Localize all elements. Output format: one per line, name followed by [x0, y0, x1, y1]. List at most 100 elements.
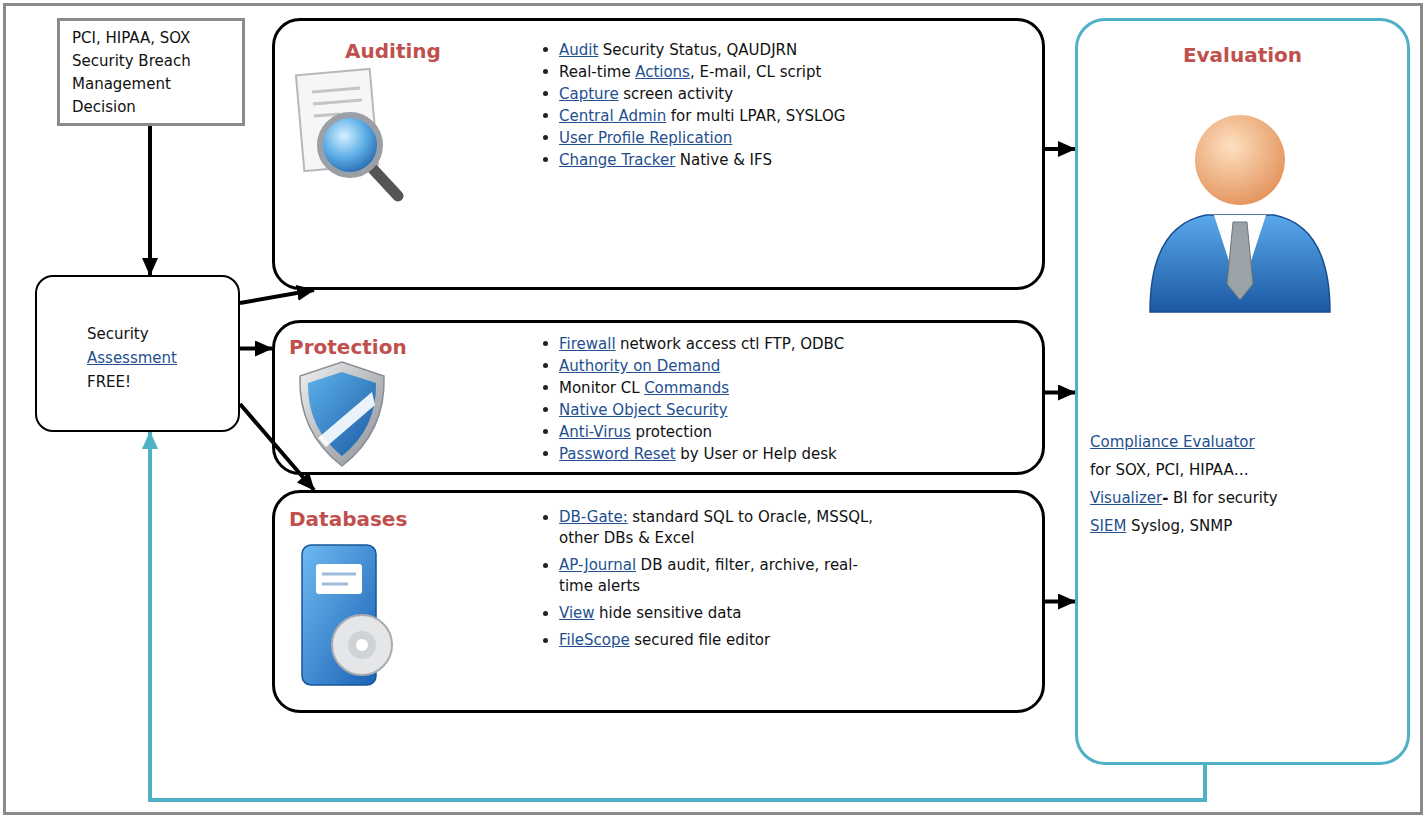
item-text: Security: [87, 325, 149, 343]
magnifier-lens: [320, 115, 380, 175]
cd-hole: [356, 639, 368, 651]
text-list: PCI, HIPAA, SOX Security Breach Manageme…: [72, 27, 237, 119]
item-text: Security Status, QAUDJRN: [603, 41, 797, 59]
person-head: [1195, 115, 1285, 205]
flow-arrow: [240, 404, 314, 490]
auditing-box: Auditing Audit Security Status, QAUDJRN Rea…: [272, 18, 1045, 290]
item-text: Native & IFS: [680, 151, 772, 169]
bullet-item: Authority on Demand: [537, 355, 1027, 377]
item-text: hide sensitive data: [599, 604, 741, 622]
flow-arrow: [1045, 147, 1075, 151]
bullet-item: Change Tracker Native & IFS: [537, 149, 1027, 171]
product-link: SIEM: [1090, 517, 1126, 535]
assessment-box: SecurityAssessmentFREE!: [35, 275, 240, 432]
bullet-item: FileScopesecured file editor: [537, 630, 887, 651]
cd-disc: [332, 615, 392, 675]
person-icon: [1150, 115, 1330, 312]
label-line: [322, 573, 356, 576]
shield-icon: [300, 362, 384, 466]
item-text: Syslog, SNMP: [1131, 517, 1232, 535]
document-lines: [312, 88, 362, 116]
item-text: BI for security: [1173, 489, 1278, 507]
product-link: Commands: [644, 379, 729, 397]
bullet-item: Capturescreen activity: [537, 83, 1027, 105]
text-line: Assessment: [87, 346, 232, 370]
flow-arrow: [148, 126, 152, 275]
text-line: FREE!: [87, 370, 232, 394]
text-line: PCI, HIPAA, SOX Security Breach Manageme…: [72, 27, 237, 119]
bullet-item: Anti-Virusprotection: [537, 421, 1027, 443]
text-line: Visualizer-BI for security: [1090, 487, 1395, 509]
magnifier-document-icon: [296, 69, 398, 196]
item-text: protection: [635, 423, 712, 441]
product-link: DB-Gate:: [559, 508, 628, 526]
shield-face: [308, 372, 376, 456]
bullet-item: Central Adminfor multi LPAR, SYSLOG: [537, 105, 1027, 127]
databases-box: Databases DB-Gate:standard SQL to Oracle,…: [272, 490, 1045, 713]
group-heading: Auditing: [345, 39, 441, 63]
flow-arrow: [1045, 391, 1075, 395]
flow-arrow: [240, 347, 272, 351]
product-link: Audit: [559, 41, 598, 59]
item-text: Real-time: [559, 63, 631, 81]
shield-stripe: [318, 392, 375, 447]
item-text: secured file editor: [634, 631, 770, 649]
flow-arrow: [150, 432, 1205, 800]
bullet-item: Viewhide sensitive data: [537, 603, 887, 624]
person-suit: [1150, 215, 1330, 312]
item-text: Monitor CL: [559, 379, 640, 397]
protection-box: Protection Firewallnetwork access ctl FTP…: [272, 320, 1045, 475]
label-line: [322, 583, 348, 586]
product-link: Visualizer: [1090, 489, 1162, 507]
product-link: Compliance Evaluator: [1090, 433, 1255, 451]
bullet-item: Native Object Security: [537, 399, 1027, 421]
flow-arrow: [1045, 600, 1075, 604]
product-link: Password Reset: [559, 445, 676, 463]
product-link: Change Tracker: [559, 151, 675, 169]
text-list: DB-Gate:standard SQL to Oracle, MSSQL, o…: [537, 507, 887, 657]
group-heading: Protection: [289, 335, 407, 359]
item-text: by User or Help desk: [680, 445, 836, 463]
text-list: Compliance Evaluator for SOX, PCI, HIPAA……: [1090, 431, 1395, 543]
text-line: Compliance Evaluator: [1090, 431, 1395, 453]
magnifier-handle: [372, 168, 398, 196]
text-list: Firewallnetwork access ctl FTP, ODBCAuth…: [537, 333, 1027, 465]
bullet-item: Password Resetby User or Help desk: [537, 443, 1027, 465]
bullet-item: Firewallnetwork access ctl FTP, ODBC: [537, 333, 1027, 355]
database-book-icon: [302, 545, 392, 685]
book-label: [316, 564, 362, 594]
item-text: FREE!: [87, 373, 131, 391]
product-link: AP-Journal: [559, 556, 636, 574]
product-link: Capture: [559, 85, 619, 103]
text-list: SecurityAssessmentFREE!: [87, 322, 232, 394]
group-heading: Evaluation: [1078, 43, 1407, 67]
cd-ring: [348, 631, 376, 659]
item-text: network access ctl FTP, ODBC: [620, 335, 844, 353]
product-link: FileScope: [559, 631, 630, 649]
item-text: , E-mail, CL script: [690, 63, 822, 81]
product-link: Native Object Security: [559, 401, 728, 419]
item-text: -: [1162, 489, 1168, 507]
item-text: for multi LPAR, SYSLOG: [671, 107, 846, 125]
product-link: User Profile Replication: [559, 129, 732, 147]
group-heading: Databases: [289, 507, 407, 531]
item-text: screen activity: [623, 85, 733, 103]
product-link: Assessment: [87, 349, 177, 367]
text-line: for SOX, PCI, HIPAA…: [1090, 459, 1395, 481]
shield-rim: [300, 362, 384, 466]
flow-arrow: [240, 290, 314, 303]
product-link: Anti-Virus: [559, 423, 631, 441]
text-line: SIEM Syslog, SNMP: [1090, 515, 1395, 537]
item-text: PCI, HIPAA, SOX Security Breach Manageme…: [72, 29, 191, 116]
bullet-item: Real-timeActions, E-mail, CL script: [537, 61, 1027, 83]
product-link: Firewall: [559, 335, 616, 353]
text-line: Security: [87, 322, 232, 346]
bullet-item: User Profile Replication: [537, 127, 1027, 149]
trigger-box: PCI, HIPAA, SOX Security Breach Manageme…: [57, 18, 245, 126]
text-list: Audit Security Status, QAUDJRN Real-timeAc…: [537, 39, 1027, 171]
bullet-item: AP-JournalDB audit, filter, archive, rea…: [537, 555, 887, 597]
product-link: Actions: [635, 63, 690, 81]
person-tie: [1227, 222, 1253, 300]
product-link: View: [559, 604, 595, 622]
